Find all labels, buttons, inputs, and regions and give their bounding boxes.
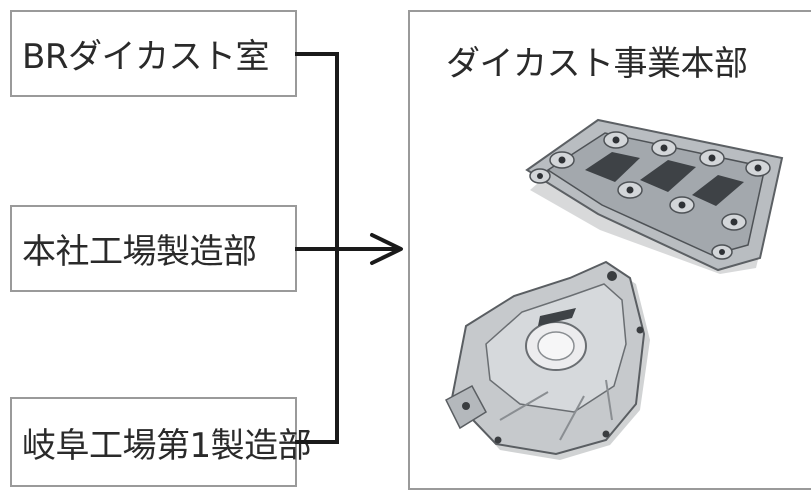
pump-cover-casting-photo xyxy=(445,260,650,460)
source-label: 岐阜工場第1製造部 xyxy=(22,425,312,466)
source-box-gifu-factory: 岐阜工場第1製造部 xyxy=(10,397,312,487)
merge-connector xyxy=(295,52,403,444)
arrow-head-icon xyxy=(370,233,403,265)
source-label: 本社工場製造部 xyxy=(22,232,257,272)
cam-carrier-casting-photo xyxy=(525,118,784,274)
source-label: BRダイカスト室 xyxy=(22,37,269,77)
source-box-br-diecast: BRダイカスト室 xyxy=(10,10,297,97)
source-box-honsha-factory: 本社工場製造部 xyxy=(10,205,297,292)
target-title: ダイカスト事業本部 xyxy=(446,44,748,84)
